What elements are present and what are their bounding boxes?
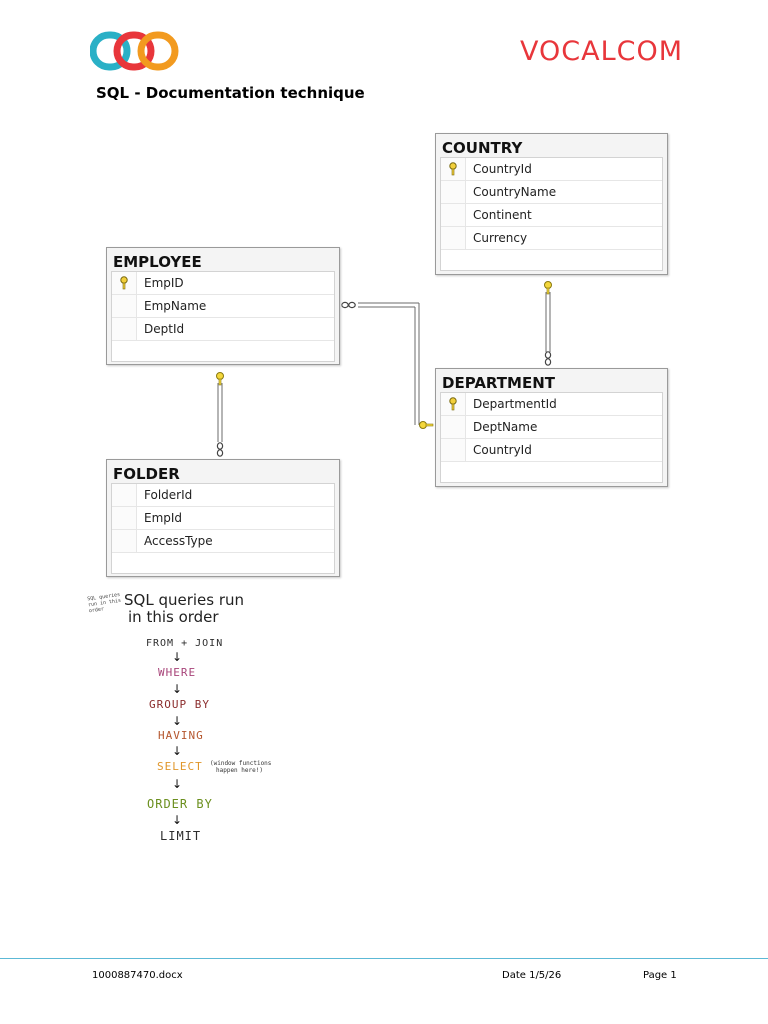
field-name: DeptId — [144, 322, 185, 336]
field-name: CountryId — [473, 443, 532, 457]
field-name: CountryId — [473, 162, 532, 176]
field-name: CountryName — [473, 185, 557, 199]
primary-key-icon — [449, 397, 457, 411]
field-row: EmpName — [112, 295, 334, 318]
field-row: FolderId — [112, 484, 334, 507]
field-name: Currency — [473, 231, 528, 245]
field-row: CountryName — [441, 181, 662, 204]
field-row: CountryId — [441, 158, 662, 181]
table-title: COUNTRY — [442, 139, 523, 157]
field-row: DepartmentId — [441, 393, 662, 416]
field-row: DeptName — [441, 416, 662, 439]
field-row-empty — [112, 553, 334, 573]
field-name: EmpId — [144, 511, 183, 525]
table-fields: EmpID EmpName DeptId — [111, 271, 335, 362]
field-row: CountryId — [441, 439, 662, 462]
footer-date: Date 1/5/26 — [502, 970, 562, 981]
table-department: DEPARTMENT DepartmentId DeptName Country… — [435, 368, 668, 487]
brand-logo-text: VOCALCOM — [520, 36, 684, 67]
document-title: SQL - Documentation technique — [96, 84, 365, 102]
down-arrow-icon: ↓ — [172, 650, 183, 664]
field-row-empty — [441, 250, 662, 270]
table-folder: FOLDER FolderId EmpId AccessType — [106, 459, 340, 577]
field-row: Continent — [441, 204, 662, 227]
footer-divider — [0, 958, 768, 959]
field-row: AccessType — [112, 530, 334, 553]
primary-key-icon — [120, 276, 128, 290]
window-functions-note: (window functions happen here!) — [210, 760, 271, 774]
footer-filename: 1000887470.docx — [92, 970, 183, 981]
field-row: EmpId — [112, 507, 334, 530]
sql-step-having: HAVING — [158, 729, 204, 742]
heading-line-1: SQL queries run — [124, 591, 245, 609]
margin-note: SQL queries run in this order — [86, 591, 122, 615]
field-row: Currency — [441, 227, 662, 250]
field-name: FolderId — [144, 488, 193, 502]
table-employee: EMPLOYEE EmpID EmpName DeptId — [106, 247, 340, 365]
table-fields: CountryId CountryName Continent Currency — [440, 157, 663, 271]
table-country: COUNTRY CountryId CountryName Continent … — [435, 133, 668, 275]
field-name: AccessType — [144, 534, 213, 548]
aside-line-2: happen here!) — [216, 767, 263, 774]
down-arrow-icon: ↓ — [172, 682, 183, 696]
down-arrow-icon: ↓ — [172, 777, 183, 791]
down-arrow-icon: ↓ — [172, 744, 183, 758]
sql-step-select: SELECT — [157, 760, 203, 773]
field-name: DeptName — [473, 420, 538, 434]
table-title: DEPARTMENT — [442, 374, 555, 392]
sql-order-heading: SQL queries run in this order — [124, 592, 244, 626]
sql-step-limit: LIMIT — [160, 829, 202, 843]
table-fields: FolderId EmpId AccessType — [111, 483, 335, 574]
table-title: EMPLOYEE — [113, 253, 202, 271]
table-fields: DepartmentId DeptName CountryId — [440, 392, 663, 483]
field-name: EmpName — [144, 299, 207, 313]
primary-key-icon — [449, 162, 457, 176]
field-name: Continent — [473, 208, 532, 222]
heading-line-2: in this order — [128, 608, 219, 626]
field-name: EmpID — [144, 276, 184, 290]
field-row-empty — [441, 462, 662, 482]
field-row: EmpID — [112, 272, 334, 295]
down-arrow-icon: ↓ — [172, 813, 183, 827]
company-logo-icon — [90, 31, 179, 71]
down-arrow-icon: ↓ — [172, 714, 183, 728]
footer-page-number: Page 1 — [643, 970, 677, 981]
sql-step-group-by: GROUP BY — [149, 698, 210, 711]
sql-step-from-join: FROM + JOIN — [146, 638, 224, 649]
sql-step-order-by: ORDER BY — [147, 797, 213, 811]
table-title: FOLDER — [113, 465, 180, 483]
field-name: DepartmentId — [473, 397, 557, 411]
field-row: DeptId — [112, 318, 334, 341]
aside-line-1: (window functions — [210, 760, 272, 767]
field-row-empty — [112, 341, 334, 361]
sql-step-where: WHERE — [158, 666, 197, 679]
